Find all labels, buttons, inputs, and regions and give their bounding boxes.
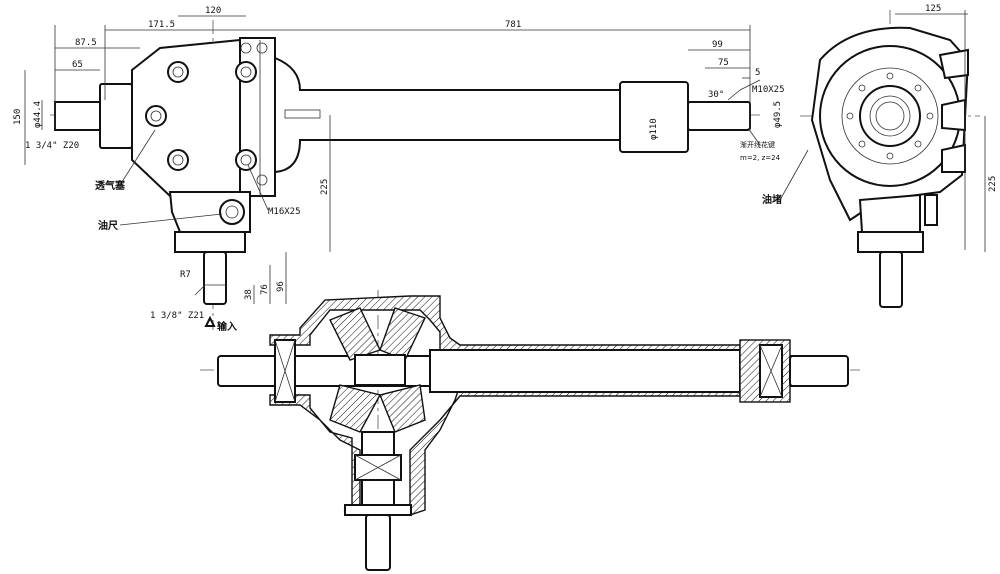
dim-44: φ44.4 xyxy=(33,101,43,128)
annotation-texts: 1 3/4" Z20 1 3/8" Z21 M16X25 M10X25 透气塞 … xyxy=(25,85,785,333)
label-input-spline: 1 3/4" Z20 xyxy=(25,141,79,151)
dim-r7: R7 xyxy=(180,270,191,280)
dim-120: 120 xyxy=(205,6,221,16)
label-bolt-m10: M10X25 xyxy=(752,85,785,95)
label-oil-plug: 油堵 xyxy=(762,193,782,206)
section-view xyxy=(200,290,860,571)
dim-angle30: 30° xyxy=(708,90,724,100)
dim-781: 781 xyxy=(505,20,521,30)
dim-lines xyxy=(24,15,761,304)
label-output-spline: 1 3/8" Z21 xyxy=(150,311,204,321)
dim-phi110: φ110 xyxy=(649,118,659,140)
dim-75: 75 xyxy=(718,58,729,68)
dim-87-5: 87.5 xyxy=(75,38,97,48)
dim-171-5: 171.5 xyxy=(148,20,175,30)
label-bolt-m16: M16X25 xyxy=(268,207,301,217)
input-arrow-icon xyxy=(204,315,216,327)
dim-225-left: 225 xyxy=(320,179,330,195)
dim-96: 96 xyxy=(276,281,286,292)
front-view xyxy=(24,15,761,330)
label-gear-note-1: 渐开线花键 xyxy=(740,140,775,149)
label-gear-note-2: m=2, z=24 xyxy=(740,154,781,162)
dim-phi49: φ49.5 xyxy=(773,101,783,128)
dim-38: 38 xyxy=(244,289,254,300)
dimension-texts: 87.5 171.5 120 781 99 75 5 125 65 150 φ4… xyxy=(13,4,998,300)
label-input: 输入 xyxy=(217,320,237,333)
dim-65: 65 xyxy=(72,60,83,70)
dim-76: 76 xyxy=(260,284,270,295)
dim-5: 5 xyxy=(755,68,760,78)
dim-99: 99 xyxy=(712,40,723,50)
label-dipstick: 油尺 xyxy=(98,219,118,232)
side-view xyxy=(779,10,986,310)
dim-150: 150 xyxy=(13,109,23,125)
label-breather: 透气塞 xyxy=(95,179,126,192)
dim-225-right: 225 xyxy=(988,176,998,192)
dim-125: 125 xyxy=(925,4,941,14)
